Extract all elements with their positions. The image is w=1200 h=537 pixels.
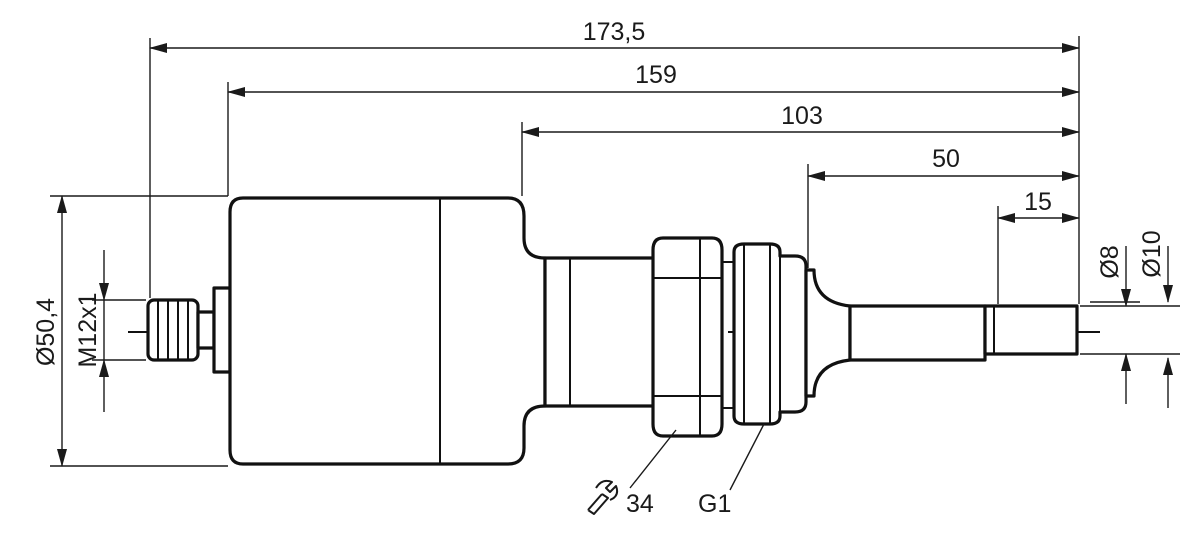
part-outline: [146, 196, 1079, 466]
dim-15-label: 15: [1024, 188, 1052, 216]
dim-103: 103: [521, 102, 1080, 137]
dim-15: 15: [997, 188, 1080, 223]
probe-shaft: [848, 304, 987, 362]
dim-tip-d8: Ø8: [1096, 245, 1131, 404]
dim-50: 50: [807, 145, 1080, 181]
callout-wrench: 34: [587, 429, 677, 518]
dim-173-5-label: 173,5: [583, 18, 646, 46]
transition: [804, 268, 852, 398]
dim-tip-d10-label: Ø10: [1138, 230, 1166, 277]
dim-159: 159: [227, 61, 1080, 97]
m12-connector: [146, 298, 200, 362]
g1-label: G1: [698, 490, 731, 518]
hex-nut: [651, 236, 724, 438]
dim-m12-label: M12x1: [74, 292, 102, 367]
dim-tip-d10: Ø10: [1138, 230, 1173, 408]
dim-50-label: 50: [932, 145, 960, 173]
dim-body-diameter-label: Ø50,4: [32, 298, 60, 366]
wrench-icon: [587, 479, 619, 515]
dim-173-5: 173,5: [149, 18, 1080, 53]
wrench-size-label: 34: [626, 490, 654, 518]
neck: [543, 256, 665, 408]
connector-flange: [212, 286, 232, 374]
dim-159-label: 159: [635, 61, 677, 89]
dim-m12: M12x1: [74, 250, 109, 412]
housing: [228, 196, 547, 466]
dim-103-label: 103: [781, 102, 823, 130]
probe-tip: [983, 304, 1079, 356]
dim-body-diameter: Ø50,4: [32, 195, 67, 467]
dim-tip-d8-label: Ø8: [1096, 245, 1124, 278]
callout-g1: G1: [698, 423, 765, 518]
